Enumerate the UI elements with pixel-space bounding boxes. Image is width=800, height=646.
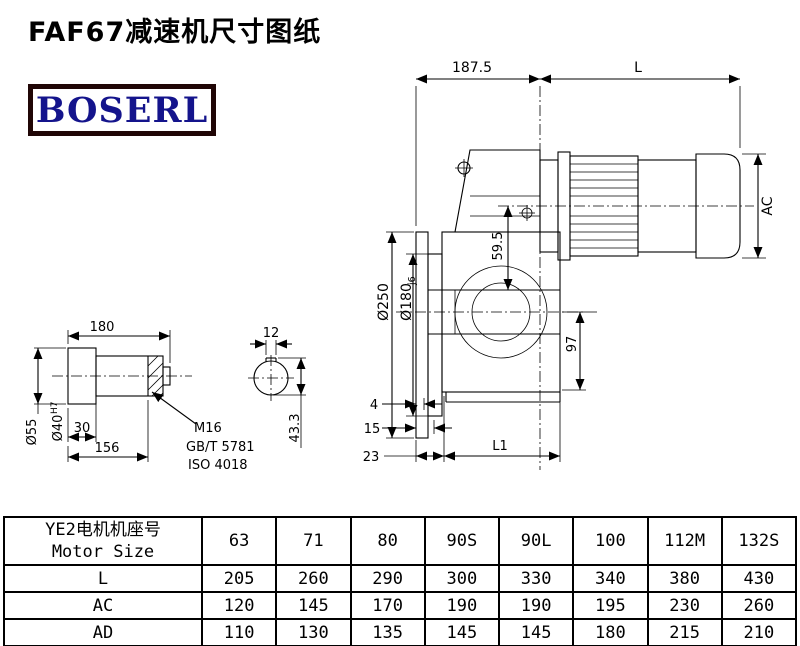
- cell: 210: [720, 618, 798, 646]
- cell: 195: [572, 591, 649, 620]
- cell: 230: [646, 591, 723, 620]
- dim-top-width-label: 187.5: [452, 60, 492, 76]
- gearbox-dimension-drawing: 187.5 L AC 59.5 Ø250 Ø180 j6: [25, 60, 776, 473]
- cell: 190: [423, 591, 501, 620]
- dim-motor-length-label: L: [634, 60, 642, 76]
- keyway-detail: 12 43.3: [248, 326, 306, 448]
- thread-iso-label: ISO 4018: [188, 458, 248, 473]
- cell: 120: [200, 591, 278, 620]
- cell: 190: [497, 591, 575, 620]
- motor-size-table-wrap: YE2电机机座号 Motor Size 63 71 80 90S 90L 100…: [3, 516, 798, 646]
- size-column-header: 112M: [646, 516, 723, 566]
- dim-97-label: 97: [565, 336, 580, 353]
- dim-l1-label: L1: [492, 439, 508, 454]
- dimension-97: 97: [562, 311, 586, 391]
- cell: 145: [497, 618, 575, 646]
- cell: 215: [646, 618, 723, 646]
- cell: 145: [275, 591, 352, 620]
- motor-size-table: YE2电机机座号 Motor Size 63 71 80 90S 90L 100…: [3, 516, 798, 646]
- motor-size-header-cn: YE2电机机座号: [45, 519, 161, 540]
- boserl-logo: BOSERL: [28, 84, 216, 136]
- dim-250-label: Ø250: [376, 283, 392, 321]
- shaft-detail: 180 30 156 Ø55 Ø40 H7 M16 GB/T 5781 ISO …: [25, 320, 255, 473]
- cell: 340: [572, 564, 649, 593]
- dim-23-label: 23: [363, 450, 380, 465]
- dim-180-dia-label: Ø180: [399, 283, 415, 321]
- thread-label: M16: [194, 421, 222, 436]
- dim-30-label: 30: [74, 421, 91, 436]
- dim-12-label: 12: [263, 326, 280, 341]
- row-label: AC: [3, 591, 203, 620]
- motor-size-header-en: Motor Size: [51, 542, 155, 562]
- size-column-header: 90S: [423, 516, 501, 566]
- page-title: FAF67减速机尺寸图纸: [28, 17, 322, 48]
- dim-55-label: Ø55: [25, 419, 40, 446]
- cell: 180: [572, 618, 649, 646]
- cell: 260: [275, 564, 352, 593]
- table-row-ac: AC 120 145 170 190 190 195 230 260: [3, 591, 798, 620]
- dim-40-fit-label: H7: [50, 402, 60, 415]
- row-label: L: [3, 564, 203, 593]
- dimension-ac: AC: [742, 153, 776, 259]
- table-row-ad: AD 110 130 135 145 145 180 215 210: [3, 618, 798, 646]
- boserl-logo-text: BOSERL: [35, 89, 209, 131]
- motor-size-header: YE2电机机座号 Motor Size: [3, 516, 203, 566]
- dim-180-len-label: 180: [90, 320, 115, 335]
- cell: 430: [720, 564, 798, 593]
- cell: 300: [423, 564, 501, 593]
- dim-ac-label: AC: [760, 196, 776, 215]
- dim-4-label: 4: [370, 398, 378, 413]
- dimension-lines-bottom: 4 15 23 L1: [363, 394, 561, 465]
- cell: 380: [646, 564, 723, 593]
- size-column-header: 71: [275, 516, 352, 566]
- cell: 110: [200, 618, 278, 646]
- dimension-lines-top: 187.5 L: [415, 60, 741, 226]
- size-column-header: 80: [349, 516, 426, 566]
- dim-15-label: 15: [364, 422, 381, 437]
- cell: 130: [275, 618, 352, 646]
- cell: 290: [349, 564, 426, 593]
- size-column-header: 132S: [720, 516, 798, 566]
- cell: 205: [200, 564, 278, 593]
- cell: 330: [497, 564, 575, 593]
- size-column-header: 63: [200, 516, 278, 566]
- thread-std-label: GB/T 5781: [186, 440, 255, 455]
- dim-156-label: 156: [95, 441, 120, 456]
- dim-59-5-label: 59.5: [491, 232, 506, 261]
- row-label: AD: [3, 618, 203, 646]
- dimension-59-5: 59.5: [491, 206, 513, 290]
- dim-43-3-label: 43.3: [288, 414, 303, 443]
- table-row-l: L 205 260 290 300 330 340 380 430: [3, 564, 798, 593]
- dim-40-label: Ø40: [51, 415, 66, 442]
- cell: 170: [349, 591, 426, 620]
- gearbox-outline: [415, 149, 561, 439]
- size-column-header: 100: [572, 516, 649, 566]
- dim-180-fit-label: j6: [407, 276, 418, 286]
- size-column-header: 90L: [497, 516, 575, 566]
- cell: 135: [349, 618, 426, 646]
- centerlines: [396, 86, 754, 470]
- dimension-flange-diameters: Ø250 Ø180 j6: [376, 231, 430, 439]
- motor-outline: [539, 151, 741, 261]
- cell: 145: [423, 618, 501, 646]
- cell: 260: [720, 591, 798, 620]
